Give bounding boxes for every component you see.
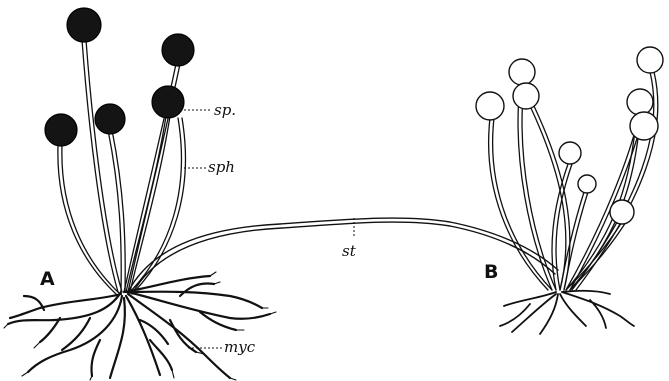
label-mycelium: myc — [224, 338, 256, 356]
plant-b — [476, 47, 663, 334]
sporangium-light — [630, 112, 658, 140]
sporangium-light — [559, 142, 581, 164]
sporangium-light — [509, 59, 535, 85]
sporangiophores-a — [58, 40, 186, 294]
label-stolon: st — [342, 242, 357, 260]
sporangium-light — [513, 83, 539, 109]
sporangium-light — [637, 47, 663, 73]
sporangia-b — [476, 47, 663, 224]
part-label-b: B — [484, 261, 498, 283]
rhizoids-b — [500, 291, 634, 334]
sporangium-dark — [152, 86, 184, 118]
sporangium-light — [627, 89, 653, 115]
label-sporangiophore: sph — [208, 158, 235, 176]
label-sporangium: sp. — [214, 101, 236, 119]
sporangia-a — [45, 8, 194, 146]
sporangium-dark — [45, 114, 77, 146]
sporangium-light — [476, 92, 504, 120]
sporangium-light — [578, 175, 596, 193]
rhizoids-a — [8, 276, 270, 378]
sporangium-dark — [162, 34, 194, 66]
sporangium-light — [610, 200, 634, 224]
part-label-a: A — [40, 268, 55, 290]
plant-a — [4, 8, 276, 380]
sporangium-dark — [67, 8, 101, 42]
sporangium-dark — [95, 104, 125, 134]
